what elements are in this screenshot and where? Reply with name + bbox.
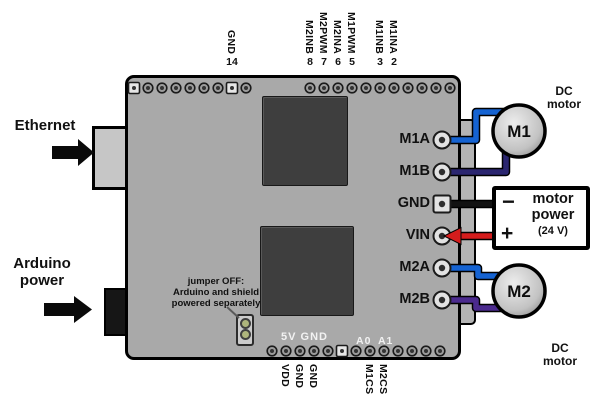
ethernet-label: Ethernet bbox=[14, 117, 76, 134]
top-pin-label-m1pwm: M1PWM bbox=[345, 12, 357, 54]
bottom-pin-label-m2cs: M2CS bbox=[377, 364, 389, 395]
power-supply-voltage: (24 V) bbox=[538, 225, 568, 237]
top-pin-label-gnd: GND bbox=[225, 29, 237, 54]
motor-m1-body bbox=[491, 103, 547, 159]
bottom-pin-label-m1cs: M1CS bbox=[363, 364, 375, 395]
power-supply-line2: power bbox=[531, 207, 575, 223]
jumper-note-line3: powered separately bbox=[171, 298, 261, 309]
driver-chip-2 bbox=[260, 226, 354, 316]
motor-m1-caption: DC motor bbox=[536, 85, 592, 111]
top-pin-label-m2ina: M2INA bbox=[331, 19, 343, 54]
top-pin-number-5: 5 bbox=[349, 56, 355, 68]
bottom-pin-label-gnd2: GND bbox=[307, 364, 319, 389]
jumper-pin-1 bbox=[240, 318, 251, 329]
jumper-pin-2 bbox=[240, 329, 251, 340]
motor-power-supply: − + motor power (24 V) bbox=[492, 186, 590, 250]
jumper-note-line2: Arduino and shield bbox=[172, 287, 260, 298]
top-pin-number-2: 2 bbox=[391, 56, 397, 68]
motor-m2-caption: DC motor bbox=[532, 342, 588, 368]
motor-m1: M1 bbox=[491, 103, 547, 159]
top-pin-label-m2inb: M2INB bbox=[303, 19, 315, 54]
arduino-power-line2: power bbox=[19, 272, 65, 289]
motor-m2-label: M2 bbox=[507, 282, 531, 301]
ethernet-arrow-icon bbox=[52, 139, 94, 166]
motor-m1-caption-line1: DC bbox=[555, 84, 573, 98]
terminal-label-vin: VIN bbox=[405, 227, 430, 243]
top-pin-label-m1inb: M1INB bbox=[373, 19, 385, 54]
top-pin-number-14: 14 bbox=[226, 56, 238, 68]
motor-m1-caption-line2: motor bbox=[547, 97, 581, 111]
motor-m1-label: M1 bbox=[507, 122, 531, 141]
jumper-note: jumper OFF: Arduino and shield powered s… bbox=[146, 276, 286, 309]
arduino-power-label: Arduino power bbox=[0, 255, 84, 289]
terminal-label-m2a: M2A bbox=[399, 259, 430, 275]
power-supply-line1: motor bbox=[532, 191, 574, 207]
top-pin-label-m2pwm: M2PWM bbox=[317, 12, 329, 54]
plus-terminal: + bbox=[501, 222, 514, 245]
top-pin-number-6: 6 bbox=[335, 56, 341, 68]
top-pin-number-3: 3 bbox=[377, 56, 383, 68]
motor-m2-body bbox=[491, 263, 547, 319]
terminal-label-m1b: M1B bbox=[399, 163, 430, 179]
top-pin-number-8: 8 bbox=[307, 56, 313, 68]
bottom-pin-label-vdd: VDD bbox=[279, 364, 291, 388]
minus-terminal: − bbox=[502, 189, 515, 214]
motor-m2-caption-line2: motor bbox=[543, 354, 577, 368]
driver-chip-1 bbox=[262, 96, 348, 186]
silkscreen-5v-gnd: 5V GND bbox=[281, 331, 328, 343]
silkscreen-a0-a1: A0 A1 bbox=[356, 335, 394, 347]
terminal-label-m1a: M1A bbox=[399, 131, 430, 147]
terminal-label-gnd: GND bbox=[397, 195, 430, 211]
arduino-power-arrow-icon bbox=[44, 296, 92, 323]
arduino-power-line1: Arduino bbox=[13, 255, 71, 272]
jumper-note-line1: jumper OFF: bbox=[187, 276, 245, 287]
motor-m2-caption-line1: DC bbox=[551, 341, 569, 355]
bottom-pin-label-gnd1: GND bbox=[293, 364, 305, 389]
top-pin-label-m1ina: M1INA bbox=[387, 19, 399, 54]
top-pin-number-7: 7 bbox=[321, 56, 327, 68]
motor-m2: M2 bbox=[491, 263, 547, 319]
power-supply-text: motor power (24 V) bbox=[522, 191, 584, 237]
terminal-label-m2b: M2B bbox=[399, 291, 430, 307]
